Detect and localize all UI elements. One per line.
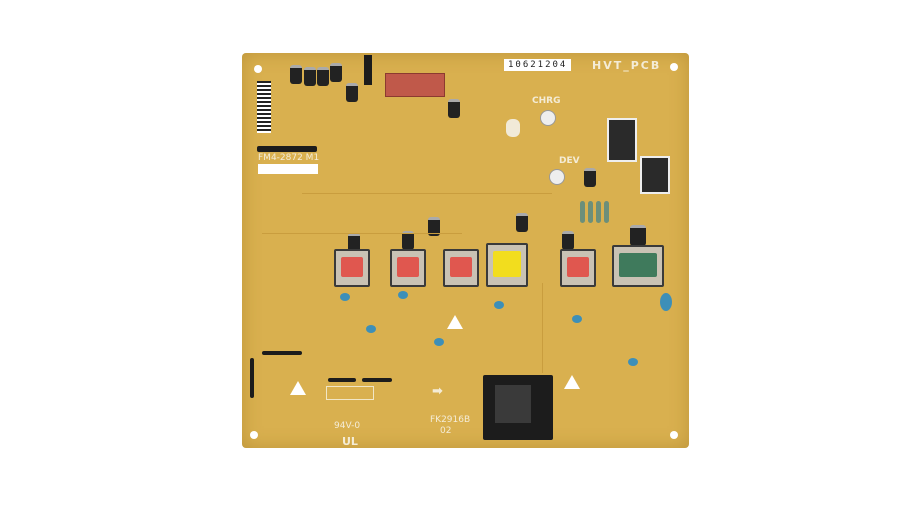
capacitor [290, 65, 302, 84]
transformer-green [612, 245, 664, 287]
chrg-label: CHRG [532, 96, 561, 106]
capacitor [304, 67, 316, 86]
resistor [596, 201, 601, 223]
part-number: FM4-2872 M1 [258, 153, 320, 163]
ceramic-capacitor [572, 315, 582, 323]
capacitor [584, 168, 596, 187]
barcode-sticker [257, 81, 271, 133]
trace [262, 233, 462, 234]
ceramic-capacitor [366, 325, 376, 333]
capacitor [317, 67, 329, 86]
capacitor [402, 231, 414, 250]
jumper-connector [364, 55, 372, 85]
board-name: HVT_PCB [592, 59, 662, 72]
capacitor [346, 83, 358, 102]
jumper-wire [262, 351, 302, 355]
transformer-red [560, 249, 596, 287]
mounting-hole [250, 431, 258, 439]
capacitor [428, 217, 440, 236]
ceramic-capacitor [660, 293, 672, 311]
dev-potentiometer [549, 169, 565, 185]
capacitor [348, 233, 360, 252]
connector-slot [495, 385, 531, 423]
arrow-icon: ➡ [432, 384, 443, 399]
transformer-red [390, 249, 426, 287]
jumper-wire [362, 378, 392, 382]
black-strip [257, 146, 317, 152]
transformer-yellow [486, 243, 528, 287]
high-voltage-warning-icon [447, 315, 463, 329]
ul-logo-icon: UL [342, 435, 358, 448]
dev-label: DEV [559, 156, 580, 166]
silkscreen-box [326, 386, 374, 400]
pcb-code: FK2916B [430, 415, 471, 425]
transformer-red [334, 249, 370, 287]
ceramic-capacitor [340, 293, 350, 301]
circuit-board: 10621204 HVT_PCB FM4-2872 M1 CHRG DEV ➡ [242, 53, 689, 448]
transformer-red [443, 249, 479, 287]
serial-label: 10621204 [504, 59, 572, 71]
ceramic-capacitor [628, 358, 638, 366]
capacitor [562, 231, 574, 250]
trace [302, 193, 552, 194]
capacitor [516, 213, 528, 232]
black-connector [483, 375, 553, 440]
high-voltage-warning-icon [564, 375, 580, 389]
resistor [580, 201, 585, 223]
mounting-hole [254, 65, 262, 73]
blank-label [258, 164, 318, 174]
flammability-rating: 94V-0 [334, 421, 361, 431]
white-component [506, 119, 520, 137]
heatsink [640, 156, 670, 194]
jumper-wire [328, 378, 356, 382]
mounting-hole [670, 431, 678, 439]
capacitor [630, 225, 646, 246]
jumper-wire [250, 358, 254, 398]
chrg-potentiometer [540, 110, 556, 126]
ceramic-capacitor [494, 301, 504, 309]
high-voltage-warning-icon [290, 381, 306, 395]
mounting-hole [670, 63, 678, 71]
pcb-revision: 02 [440, 426, 452, 436]
ceramic-capacitor [398, 291, 408, 299]
ceramic-capacitor [434, 338, 444, 346]
heatsink [607, 118, 637, 162]
capacitor [448, 99, 460, 118]
resistor [604, 201, 609, 223]
trace [542, 283, 543, 373]
red-connector [385, 73, 445, 97]
capacitor [330, 63, 342, 82]
resistor [588, 201, 593, 223]
